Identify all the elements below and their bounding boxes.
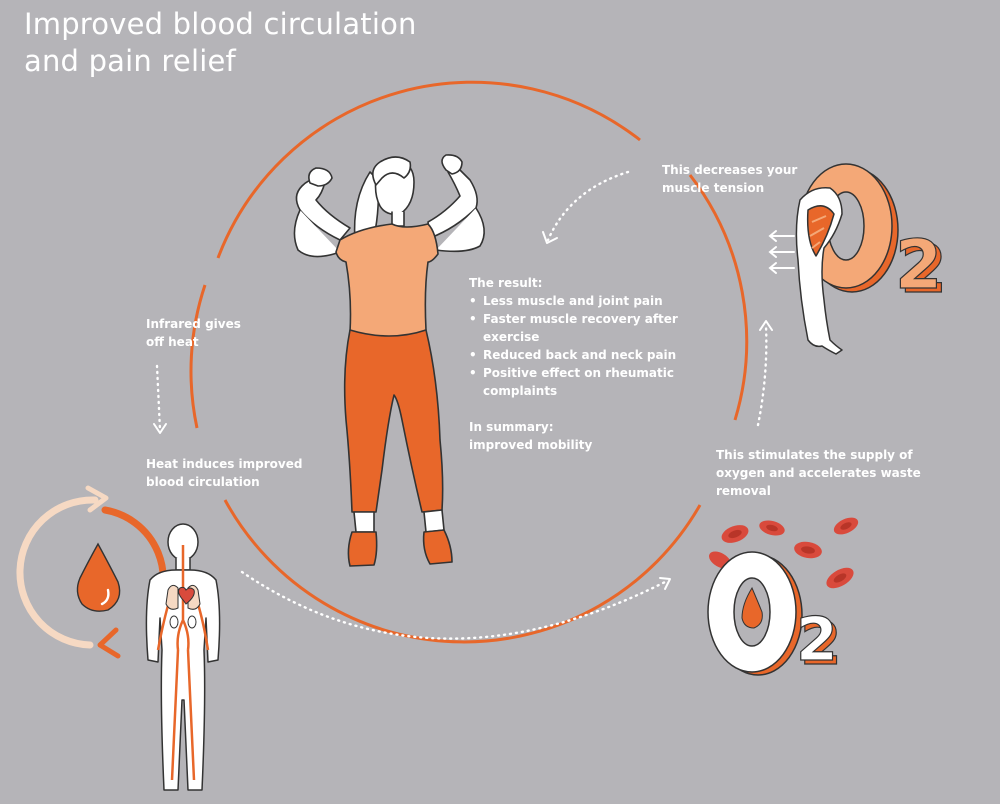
dotted-arrow-icon-1 [155,364,162,432]
result-item-text: Positive effect on rheumatic [483,366,674,380]
result-heading: The result: [469,276,543,290]
step-stimulates-line-1: This stimulates the supply of [716,448,913,462]
step-infrared-line-2: off heat [146,335,199,349]
step-stimulates-line-2: oxygen and accelerates waste [716,466,921,480]
result-list: Less muscle and joint pain Faster muscle… [469,292,709,400]
step-heat-label: Heat induces improved blood circulation [146,455,302,491]
result-item: Positive effect on rheumatic complaints [469,364,709,400]
heart-icon [178,586,195,605]
cycle-ring-left [189,284,207,429]
svg-text:2: 2 [900,230,947,309]
result-item-text-cont: complaints [483,384,558,398]
arrowhead-1 [153,423,167,434]
step-infrared-label: Infrared gives off heat [146,315,241,351]
arrowhead-3 [759,320,773,331]
oxygen-o2-icon-bottom: 2 2 [707,551,842,680]
red-blood-cell-group [709,517,859,589]
red-blood-cell-icon [728,529,742,539]
result-item-text: Less muscle and joint pain [483,294,663,308]
step-heat-line-2: blood circulation [146,475,260,489]
summary-heading: In summary: [469,420,554,434]
title-line-1: Improved blood circulation [24,7,417,41]
flexed-arm-icon [795,187,843,355]
cycle-ring [189,80,749,644]
result-item: Less muscle and joint pain [469,292,709,310]
result-item: Reduced back and neck pain [469,346,709,364]
dotted-arrow-icon-3 [756,324,768,427]
dotted-arrow-icon-2 [240,570,667,640]
blood-drop-icon [76,542,121,612]
cycle-arrow-cream [16,496,99,649]
result-item-text: Reduced back and neck pain [483,348,677,362]
result-block: The result: Less muscle and joint pain F… [469,274,709,454]
summary-text: improved mobility [469,438,593,452]
step-decreases-line-1: This decreases your [662,163,798,177]
dotted-arrow-icon-4 [546,170,630,242]
cycle-ring-top [216,80,641,259]
step-infrared-line-1: Infrared gives [146,317,241,331]
result-item: Faster muscle recovery after exercise [469,310,709,346]
arrowhead-2 [659,577,671,590]
blood-drop-icon [741,586,763,629]
red-blood-cell-icon [801,546,815,554]
svg-text:2: 2 [800,609,842,679]
red-blood-cell-icon [840,522,852,530]
result-item-text-cont: exercise [483,330,540,344]
motion-arrows-icon [768,230,795,274]
step-heat-line-1: Heat induces improved [146,457,303,471]
cycle-ring-right [688,174,749,421]
human-body-icon [145,523,221,791]
step-stimulates-line-3: removal [716,484,771,498]
arrowhead-4 [542,231,558,244]
red-blood-cell-icon [766,524,778,532]
result-item-text: Faster muscle recovery after [483,312,678,326]
red-blood-cell-icon [833,573,847,583]
page-title: Improved blood circulation and pain reli… [24,6,417,80]
cycle-ring-bottom [223,499,702,644]
woman-flexing-illustration [293,154,485,567]
title-line-2: and pain relief [24,44,236,78]
o2-subscript-bottom: 2 [796,605,838,675]
o2-subscript-top: 2 [895,226,942,305]
step-decreases-label: This decreases your muscle tension [662,161,797,197]
step-stimulates-label: This stimulates the supply of oxygen and… [716,446,921,500]
step-decreases-line-2: muscle tension [662,181,765,195]
